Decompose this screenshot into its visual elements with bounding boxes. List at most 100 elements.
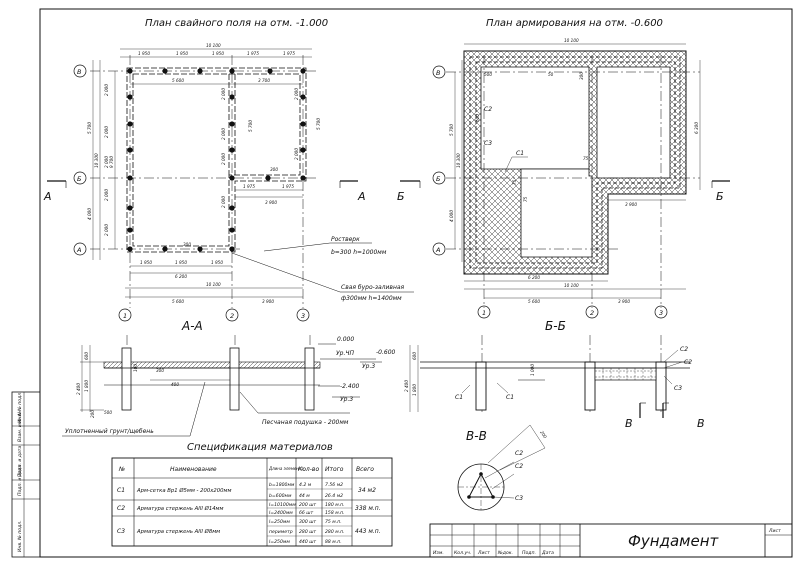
rebar-left-2: 4 000 — [449, 210, 454, 222]
pile-22 — [127, 227, 133, 233]
rebar-dim-600: 600 — [475, 114, 480, 122]
rebar-left-total: 10 300 — [456, 153, 461, 168]
dim-top-5: 1 975 — [283, 51, 295, 56]
axis-v: В — [77, 68, 82, 76]
rebar-axis-3: 3 — [659, 309, 663, 317]
pile-8 — [229, 94, 235, 100]
callout-pile: Свая буро-заливная — [341, 284, 405, 291]
section-mark-v-left: В — [625, 417, 633, 430]
pile-13 — [127, 147, 133, 153]
dim-bottom-overall: 10 100 — [206, 282, 221, 287]
bb-label-c3: C3 — [674, 385, 682, 392]
rebar-overall-width: 10 100 — [564, 38, 579, 43]
rebar-dim-300: 300 — [579, 72, 584, 80]
plan-piles-dims-top — [120, 48, 312, 298]
spec-row3-len2: периметр — [269, 530, 293, 535]
sheet-frame — [11, 8, 793, 558]
rebar-label-c2: C2 — [484, 106, 492, 113]
axis-a: А — [76, 246, 81, 254]
pile-26 — [162, 246, 168, 252]
spec-row3-no: C3 — [117, 528, 125, 535]
rebar-left-1: 5 700 — [449, 124, 454, 136]
spec-row2-name: Арматура стержень АIII Ø14мм — [136, 505, 224, 512]
aa-level-chp: Ур.ЧП — [336, 350, 354, 357]
rebar-mid-right-width: 3 900 — [625, 202, 637, 207]
side-stamp-5: Инв. № подл. — [17, 391, 23, 423]
spec-row3-name: Арматура стержень АIII Ø8мм — [136, 528, 220, 535]
bb-label-c2-a: C2 — [680, 346, 688, 353]
dim-inner-left: 5 600 — [172, 78, 184, 83]
section-mark-b-right: Б — [716, 190, 724, 203]
pile-17 — [229, 175, 235, 181]
dim-mid-v-3: 2 000 — [221, 153, 226, 165]
spec-table: Спецификация материалов № Наименование Д… — [111, 442, 393, 547]
dim-r-v-2: 2 000 — [294, 148, 299, 160]
aa-dim-400: 400 — [171, 382, 179, 387]
dim-v-3: 2 000 — [104, 156, 109, 168]
spec-row1-no: C1 — [117, 487, 125, 494]
dim-mid-right-2: 1 975 — [282, 184, 294, 189]
rebar-label-c3: C3 — [484, 140, 492, 147]
rebar-dim-50: 50 — [548, 72, 554, 77]
pile-20 — [127, 205, 133, 211]
rebar-label-c1: C1 — [516, 150, 524, 157]
dim-bottom-1: 1 950 — [140, 260, 152, 265]
dim-v-2: 2 000 — [104, 126, 109, 138]
side-stamp-1: Инв. № подл. — [17, 520, 23, 552]
pile-6 — [300, 68, 306, 74]
aa-dim-1800: 1 800 — [84, 380, 89, 392]
plan-piles-title: План свайного поля на отм. -1.000 — [145, 18, 328, 29]
rebar-axis-bubbles: В Б А 1 2 3 — [432, 65, 668, 319]
pile-12 — [300, 121, 306, 127]
spec-row2-len2: l=2400мм — [269, 510, 293, 516]
dim-mid-right-width: 3 900 — [265, 200, 277, 205]
section-bb-title: Б-Б — [545, 319, 566, 333]
spec-h-name: Наименование — [170, 466, 217, 473]
dim-top-3: 1 950 — [212, 51, 224, 56]
spec-h-len: Длина элемента — [268, 466, 304, 471]
dim-bottom-2: 1 950 — [175, 260, 187, 265]
pile-3 — [197, 68, 203, 74]
dim-col-right: 5 700 — [248, 120, 253, 132]
spec-row1-len1: b=1800мм — [269, 482, 295, 488]
aa-mark-1: -0.600 — [376, 349, 396, 356]
dim-left-2: 4 000 — [87, 208, 92, 220]
aa-dim-200: 200 — [90, 410, 95, 418]
dim-v-4: 2 000 — [104, 189, 109, 201]
side-stamp-2: Подп. и дата — [17, 465, 23, 496]
vv-dim-200: 200 — [539, 430, 548, 440]
plan-piles: План свайного поля на отм. -1.000 В Б А — [43, 18, 366, 322]
callouts: Ростверк b=300 h=1000мм Свая буро-заливн… — [62, 236, 414, 437]
spec-h-qty: Кол-во — [298, 466, 319, 473]
vv-label-c2-b: C2 — [515, 463, 523, 470]
callout-rostverk: Ростверк — [331, 236, 360, 243]
dim-col-spacing-1: 5 600 — [172, 299, 184, 304]
callout-soil: Уплотненный грунт/щебень — [65, 428, 154, 435]
rebar-dim-75-b: 75 — [523, 196, 528, 202]
spec-row1-qty1: 4.2 м — [299, 482, 312, 488]
pile-5 — [267, 68, 273, 74]
pile-1 — [127, 68, 133, 74]
bb-label-c2-b: C2 — [684, 359, 692, 366]
spec-row3-len1: l=250мм — [269, 519, 290, 525]
aa-dim-100: 100 — [133, 364, 138, 372]
section-mark-a-right: А — [357, 190, 366, 203]
spec-h-total: Всего — [356, 466, 374, 473]
dim-r-v-1: 2 000 — [294, 88, 299, 100]
plan-piles-dims-left — [92, 60, 116, 260]
sheet-label: Лист — [768, 528, 781, 534]
rebar-bottom-width: 6 200 — [528, 275, 540, 280]
bb-dim-1000: 1 000 — [530, 364, 535, 376]
aa-dim-2400: 2 400 — [76, 383, 81, 395]
dim-bottom-3: 1 950 — [211, 260, 223, 265]
spec-row3-qty3: 440 шт — [299, 539, 316, 545]
piles-layer — [127, 68, 306, 252]
spec-row3-sum1: 75 м.п. — [325, 519, 342, 525]
dim-mid-v-4: 2 000 — [221, 196, 226, 208]
stamp-col-6: Дата — [541, 550, 554, 556]
section-mark-a-left: А — [43, 190, 52, 203]
spec-row3-qty1: 300 шт — [299, 519, 316, 525]
section-mark-b-left: Б — [397, 190, 405, 203]
